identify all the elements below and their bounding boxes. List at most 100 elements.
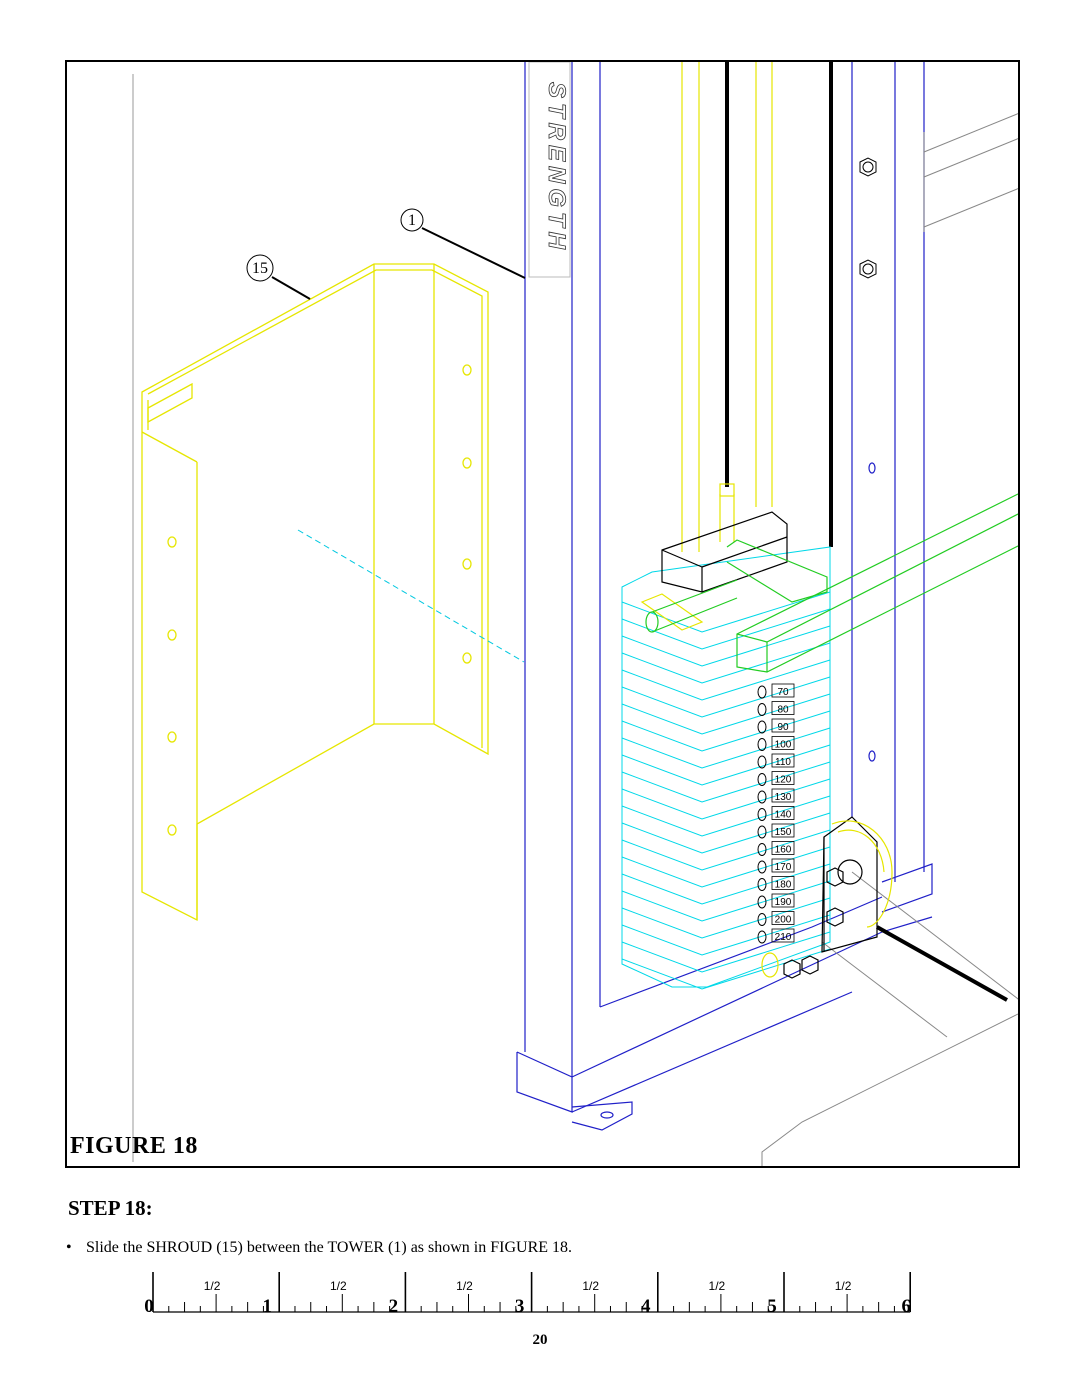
weight-label: 170 bbox=[775, 862, 792, 873]
ruler-inch-label: 2 bbox=[389, 1296, 399, 1317]
ruler-ticks bbox=[152, 1272, 912, 1313]
callout-15-label: 15 bbox=[252, 260, 268, 277]
weight-label: 200 bbox=[775, 915, 792, 926]
selector-hole bbox=[757, 843, 767, 856]
weight-label-box bbox=[771, 771, 795, 785]
weight-label: 210 bbox=[775, 932, 792, 943]
measuring-ruler: 1/2 1/2 1/2 1/2 1/2 1/2 0 1 2 3 4 5 6 bbox=[144, 1272, 912, 1317]
weight-label: 160 bbox=[775, 845, 792, 856]
weight-plate-edge bbox=[621, 727, 831, 769]
weight-plate-edge bbox=[621, 625, 831, 667]
weight-plate-edge bbox=[621, 812, 831, 854]
weight-label: 70 bbox=[777, 687, 789, 698]
weight-stack bbox=[621, 546, 831, 990]
weight-label: 120 bbox=[775, 775, 792, 786]
weight-plate-edge bbox=[621, 931, 831, 973]
weight-label: 190 bbox=[775, 897, 792, 908]
weight-plate-edge bbox=[621, 948, 831, 990]
weight-label-box bbox=[771, 841, 795, 855]
weight-label: 80 bbox=[777, 705, 789, 716]
ruler-inch-label: 1 bbox=[262, 1296, 272, 1317]
weight-plate-edge bbox=[621, 914, 831, 956]
pulley-wheel bbox=[831, 820, 893, 928]
weight-plate-edge bbox=[621, 829, 831, 871]
weight-labels: 7080901001101201301401501601701801902002… bbox=[771, 683, 795, 943]
weight-label-box bbox=[771, 806, 795, 820]
top-plate bbox=[640, 483, 779, 978]
selector-hole bbox=[757, 913, 767, 926]
weight-plate-edge bbox=[621, 642, 831, 684]
weight-label: 130 bbox=[775, 792, 792, 803]
weight-label-box bbox=[771, 701, 795, 715]
weight-plate-edge bbox=[621, 846, 831, 888]
ruler-half-label: 1/2 bbox=[204, 1279, 221, 1293]
cables bbox=[725, 62, 1008, 1002]
ruler-inch-label: 6 bbox=[901, 1296, 911, 1317]
weight-label-box bbox=[771, 858, 795, 873]
weight-label: 100 bbox=[775, 740, 792, 751]
weight-label-box bbox=[771, 683, 795, 698]
figure-caption: FIGURE 18 bbox=[70, 1133, 198, 1159]
weight-plate-edge bbox=[621, 761, 831, 803]
weight-label-box bbox=[771, 893, 795, 908]
assembly-drawing: STRENGTH bbox=[132, 62, 1018, 1166]
weight-plate-edge bbox=[621, 676, 831, 718]
ruler-half-label: 1/2 bbox=[330, 1279, 347, 1293]
selector-hole bbox=[757, 703, 767, 716]
ruler-inch-label: 0 bbox=[144, 1296, 154, 1317]
weight-plate-edge bbox=[621, 744, 831, 786]
guide-rods bbox=[681, 62, 773, 552]
weight-label-box bbox=[771, 718, 795, 733]
weight-plate-edge bbox=[621, 710, 831, 752]
callout-1-label: 1 bbox=[408, 212, 416, 229]
callout-1: 1 bbox=[400, 208, 424, 232]
weight-label-box bbox=[771, 823, 795, 838]
selector-head bbox=[661, 511, 788, 593]
callout-15: 15 bbox=[246, 254, 274, 282]
callout-leaders bbox=[271, 227, 526, 300]
ruler-half-label: 1/2 bbox=[835, 1279, 852, 1293]
weight-label-box bbox=[771, 911, 795, 925]
tower-crossbars bbox=[761, 113, 1018, 1166]
weight-label: 150 bbox=[775, 827, 792, 838]
weight-plate-edge bbox=[621, 608, 831, 650]
pulley bbox=[783, 816, 878, 979]
page-number: 20 bbox=[532, 1332, 548, 1348]
selector-hole bbox=[757, 738, 767, 751]
weight-label-box bbox=[771, 736, 795, 750]
tower-part bbox=[516, 62, 933, 1131]
step-heading: STEP 18: bbox=[68, 1196, 153, 1220]
weight-plate-edge bbox=[621, 591, 831, 633]
ruler-inch-label: 4 bbox=[641, 1296, 651, 1317]
tower-decal bbox=[528, 62, 571, 278]
alignment-line bbox=[297, 529, 525, 663]
weight-plate-edge bbox=[621, 659, 831, 701]
ruler-half-label: 1/2 bbox=[456, 1279, 473, 1293]
instruction-text: Slide the SHROUD (15) between the TOWER … bbox=[86, 1239, 573, 1256]
ruler-inch-label: 5 bbox=[767, 1296, 777, 1317]
ruler-half-label: 1/2 bbox=[582, 1279, 599, 1293]
selector-holes bbox=[757, 685, 767, 944]
ruler-half-label: 1/2 bbox=[709, 1279, 726, 1293]
selector-hole bbox=[757, 825, 767, 839]
weight-plate-edge bbox=[621, 880, 831, 922]
step-instruction: • Slide the SHROUD (15) between the TOWER… bbox=[66, 1239, 572, 1257]
weight-plate-edge bbox=[621, 778, 831, 820]
bullet-icon: • bbox=[66, 1239, 72, 1256]
selector-hole bbox=[757, 860, 767, 874]
weight-plate-edge bbox=[621, 693, 831, 735]
weight-label: 180 bbox=[775, 880, 792, 891]
selector-hole bbox=[757, 930, 767, 944]
ruler-inch-label: 3 bbox=[515, 1296, 525, 1317]
selector-hole bbox=[757, 790, 767, 804]
weight-label-box bbox=[771, 928, 795, 943]
selector-hole bbox=[757, 895, 767, 909]
selector-hole bbox=[757, 685, 767, 699]
weight-label-box bbox=[771, 788, 795, 803]
weight-label: 140 bbox=[775, 810, 792, 821]
selector-hole bbox=[757, 755, 767, 769]
weight-label: 90 bbox=[777, 722, 789, 733]
handle-bar bbox=[645, 493, 1018, 673]
shroud-part bbox=[141, 263, 489, 922]
selector-hole bbox=[757, 878, 767, 891]
